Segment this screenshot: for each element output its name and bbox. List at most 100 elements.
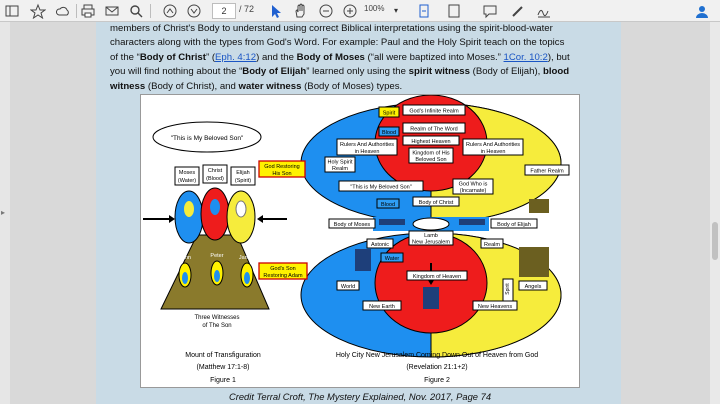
right-arrow-head [257,215,263,223]
zoom-in-icon[interactable] [342,3,358,19]
toolbar-separator [150,4,151,18]
sidebar-toggle-icon[interactable] [4,3,20,19]
elijah-label-box [230,166,256,186]
rulers-left-sub: in Heaven [355,149,380,155]
astonic-label: Astonic [371,242,389,248]
astonic-box [366,238,394,249]
paragraph-line: you will find nothing about the “Body of… [110,66,570,78]
realm-label: Realm [484,242,500,248]
gods-son-box [258,262,308,280]
new-heavens-box [472,300,518,311]
holy-spirit-sub: Realm [332,166,348,172]
new-earth-label: New Earth [369,304,395,310]
moses-inner [184,201,194,217]
beloved-son-label: "This is My Beloved Son" [350,185,411,191]
moses-label: Moses [179,170,195,176]
blood-top-box [378,126,400,137]
figure-crowds [355,199,549,309]
kingdom-heaven-box [406,270,468,281]
christ-label: Christ [208,168,223,174]
zoom-level-select[interactable]: 100% [364,4,385,13]
hand-tool-icon[interactable] [292,3,308,19]
blood-mid-label: Blood [381,202,395,208]
lamb-label: Lamb [424,233,438,239]
crowd-right-band [459,219,485,225]
water-label: Water [385,256,400,262]
moses-sub: (Water) [178,178,196,184]
crowd-angels [519,247,549,277]
figure2-ref: (Revelation 21:1+2) [406,364,467,371]
lamb-box [408,230,454,246]
holy-spirit-box [324,156,356,173]
figure1-number: Figure 1 [210,377,236,384]
scrollbar-thumb[interactable] [712,222,718,260]
figure1-caption: Mount of Transfiguration [185,352,261,359]
select-cursor-icon[interactable] [268,3,284,19]
john-label: John [179,255,191,261]
moses-label-box [174,166,200,186]
sign-icon[interactable] [536,3,552,19]
body-elijah-box [490,218,538,229]
comment-icon[interactable] [482,3,498,19]
bookmark-star-icon[interactable] [30,3,46,19]
elijah-label: Elijah [236,170,249,176]
fit-page-icon[interactable] [416,3,432,19]
world-label: World [341,284,355,290]
pdf-toolbar: 2 / 72 100% ▾ [0,0,720,22]
god-who-is-label: God Who is [459,182,488,188]
god-restoring-box [258,160,306,178]
crowd-lower-left [355,249,371,271]
pen-icon[interactable] [510,3,526,19]
left-panel-handle[interactable]: ▸ [0,22,10,404]
father-realm-label: Father Realm [530,169,564,175]
vertical-scrollbar[interactable] [710,22,720,404]
document-icon[interactable] [446,3,462,19]
account-icon[interactable] [694,3,710,19]
body-moses-label: Body of Moses [334,222,371,228]
james-label: James [239,255,255,261]
peter-label: Peter [210,253,223,259]
realm-box [480,238,504,249]
angels-box [518,280,548,291]
rulers-left-box [336,138,398,156]
blood-mid-box [376,198,400,209]
christ-sub: (Blood) [206,176,224,182]
prev-page-icon[interactable] [162,3,178,19]
new-heavens-label: New Heavens [478,304,512,310]
infinite-realm-label: God's Infinite Realm [409,109,459,115]
email-icon[interactable] [104,3,120,19]
crowd-left-band [379,219,405,225]
gods-son-sub: Restoring Adam [263,273,303,279]
water-box [380,252,404,263]
witnesses-label: Three Witnesses [194,315,239,321]
expand-arrow-icon[interactable]: ▸ [1,208,6,217]
diagram-svg: "This is My Beloved Son" Moses (Water) C… [143,94,570,384]
rulers-left-label: Rulers And Authorities [340,142,394,148]
body-elijah-label: Body of Elijah [497,222,531,228]
gods-son-label: God's Son [270,266,296,272]
next-page-icon[interactable] [186,3,202,19]
eph-link[interactable]: Eph. 4:12 [215,51,257,63]
left-arrow-head [169,215,175,223]
page-number-input[interactable]: 2 [212,3,236,19]
god-restoring-label: God Restoring [264,164,299,170]
cor-link[interactable]: 1Cor. 10:2 [503,51,548,63]
kingdom-son-box [408,147,454,164]
holy-spirit-label: Holy Spirit [327,160,353,166]
chevron-down-icon[interactable]: ▾ [393,6,398,15]
highest-heaven-label: Highest Heaven [411,139,450,145]
god-who-is-box [452,178,494,195]
speech-text: "This is My Beloved Son" [171,135,244,142]
figure2-caption: Holy City New Jerusalem Coming Down Out … [336,352,538,359]
lamb-sub: New Jerusalem [412,240,450,246]
zoom-out-icon[interactable] [318,3,334,19]
print-icon[interactable] [80,3,96,19]
christ-label-box [202,164,228,184]
upload-cloud-icon[interactable] [55,3,71,19]
crowd-upper-right [529,199,549,213]
search-icon[interactable] [128,3,144,19]
world-box [336,280,360,291]
diagram-figure: "This is My Beloved Son" Moses (Water) C… [140,94,580,388]
body-christ-box [412,196,460,207]
new-earth-box [362,300,402,311]
